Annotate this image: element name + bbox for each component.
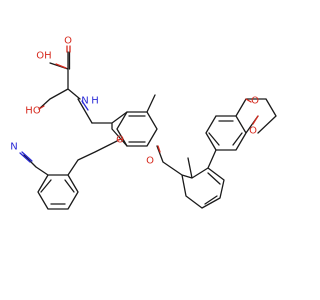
- right-ether-oxygen-label: O: [146, 156, 154, 167]
- side-chain-hydroxyl-label: HO: [25, 106, 41, 117]
- atom-labels: OH O HO N H O O N O O: [10, 36, 259, 167]
- acid-hydroxyl-label: OH: [36, 51, 51, 62]
- left-ether-oxygen-label: O: [116, 135, 124, 146]
- amine-hydrogen-label: H: [91, 96, 99, 107]
- molecule-structure-diagram: OH O HO N H O O N O O: [10, 36, 277, 210]
- nitrile-nitrogen-label: N: [10, 142, 17, 153]
- dioxane-oxygen-top-label: O: [251, 96, 259, 107]
- heteroatom-bonds: [19, 45, 259, 163]
- bond-skeleton: [23, 51, 277, 210]
- amine-nitrogen-label: N: [81, 96, 88, 107]
- dioxane-oxygen-bottom-label: O: [249, 126, 257, 137]
- acid-carbonyl-oxygen-label: O: [64, 36, 72, 47]
